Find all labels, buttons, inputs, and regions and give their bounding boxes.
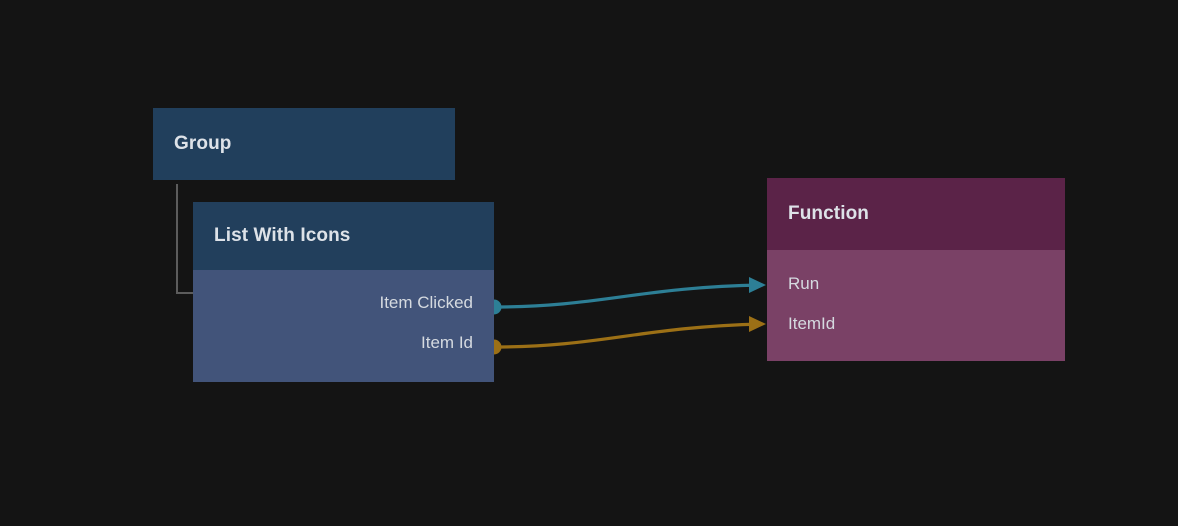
port-row-itemid[interactable]: ItemId: [767, 304, 1065, 344]
port-label-item-clicked: Item Clicked: [379, 293, 473, 312]
port-row-item-id[interactable]: Item Id: [193, 323, 494, 363]
node-list-with-icons-title: List With Icons: [214, 225, 351, 246]
port-label-run: Run: [788, 274, 820, 293]
tree-connector-vertical: [176, 184, 178, 292]
node-list-with-icons[interactable]: List With Icons Item Clicked Item Id: [193, 202, 494, 382]
tree-connector-bracket: [176, 184, 194, 294]
node-function-body: Run ItemId: [767, 250, 1065, 361]
node-list-with-icons-body: Item Clicked Item Id: [193, 270, 494, 382]
connection-item-id-to-itemid: [492, 322, 764, 349]
arrowhead-itemid: [749, 316, 766, 332]
node-function-header[interactable]: Function: [767, 178, 1065, 250]
port-row-run[interactable]: Run: [767, 264, 1065, 304]
node-function-title: Function: [788, 203, 870, 224]
port-label-item-id: Item Id: [421, 333, 473, 352]
tree-connector-horizontal: [176, 292, 193, 294]
node-list-with-icons-header[interactable]: List With Icons: [193, 202, 494, 270]
arrowhead-run: [749, 277, 766, 293]
connection-item-clicked-to-run: [492, 283, 764, 309]
port-row-item-clicked[interactable]: Item Clicked: [193, 283, 494, 323]
node-group[interactable]: Group: [153, 108, 455, 180]
port-label-itemid: ItemId: [788, 314, 836, 333]
node-group-title: Group: [174, 133, 232, 154]
node-function[interactable]: Function Run ItemId: [767, 178, 1065, 361]
node-group-header[interactable]: Group: [153, 108, 455, 180]
